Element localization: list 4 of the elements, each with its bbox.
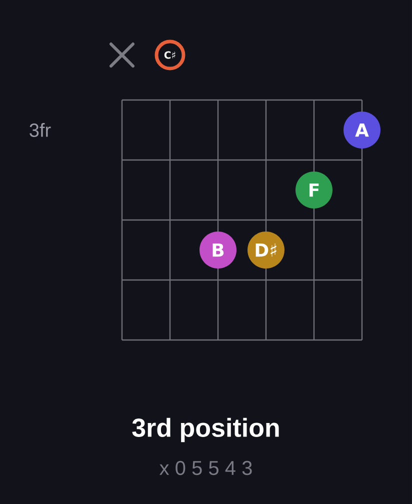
title: 3rd position xyxy=(132,418,279,442)
fret-sequence: x 0 5 5 4 3 xyxy=(160,460,252,476)
open-string-ring: C♯ xyxy=(154,40,186,70)
fret-number: 3fr xyxy=(30,123,51,137)
